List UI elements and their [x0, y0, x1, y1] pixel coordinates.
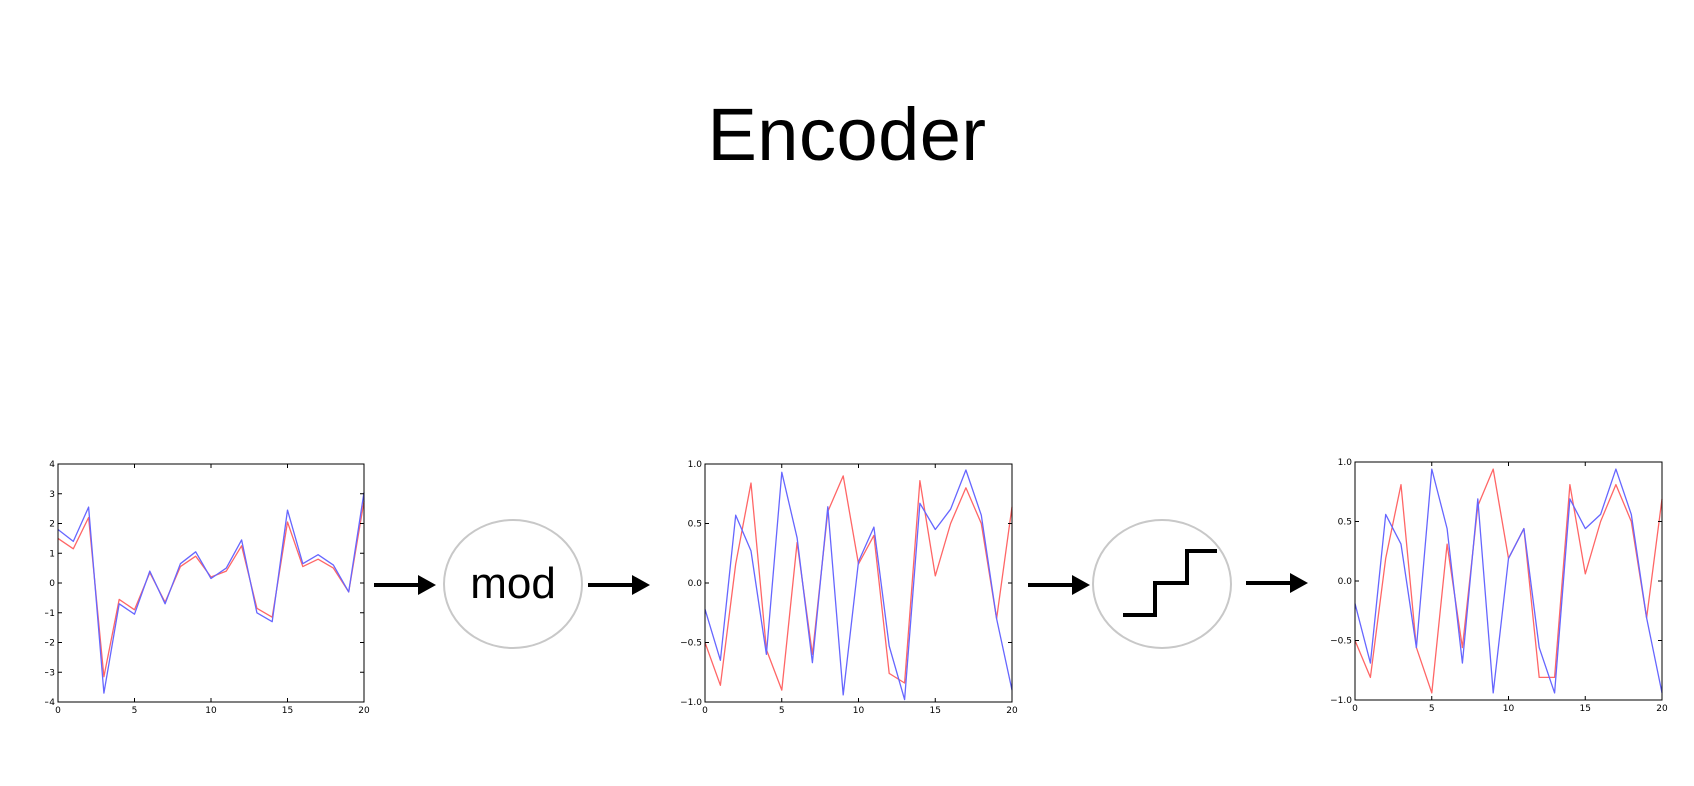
y-tick-label: −2: [45, 639, 55, 649]
x-tick-label: 15: [930, 706, 941, 716]
series-line-0: [57, 501, 365, 678]
diagram-title: Encoder: [707, 93, 987, 176]
series-line-1: [704, 469, 1013, 701]
x-tick-label: 10: [205, 706, 217, 716]
plot-frame: [1354, 461, 1663, 701]
series-line-1: [57, 492, 365, 694]
x-tick-label: 15: [282, 706, 293, 716]
x-tick-label: 10: [1503, 704, 1515, 714]
y-tick-label: 2: [49, 520, 55, 530]
x-tick-label: 5: [779, 706, 785, 716]
y-tick-label: 0.0: [688, 579, 703, 589]
series-line-0: [1354, 468, 1663, 694]
quantize-operator-node: [1092, 519, 1232, 649]
plot-frame: [704, 463, 1013, 703]
y-tick-label: 1.0: [688, 460, 703, 470]
x-tick-label: 20: [358, 706, 370, 716]
y-tick-label: −3: [45, 668, 55, 678]
y-tick-label: 4: [49, 460, 55, 470]
plot-frame: [57, 463, 365, 703]
x-tick-label: 20: [1006, 706, 1018, 716]
arrow-right-icon: [588, 575, 650, 595]
modulated-signal-plot: 0 5 10 15 20 1.0 0.5 0.0 −0.5 −1.0: [680, 460, 1018, 716]
y-tick-label: −0.5: [680, 639, 702, 649]
x-tick-label: 20: [1656, 704, 1668, 714]
y-tick-label: −4: [45, 698, 55, 708]
arrow-right-icon: [1028, 575, 1090, 595]
y-tick-label: 0: [49, 579, 55, 589]
x-tick-label: 15: [1580, 704, 1591, 714]
series-line-0: [704, 475, 1013, 691]
y-tick-label: −1: [45, 609, 55, 619]
mod-label: mod: [470, 559, 556, 608]
mod-operator-node: mod: [443, 519, 583, 649]
x-tick-label: 0: [1352, 704, 1358, 714]
y-tick-label: 1: [49, 549, 55, 559]
x-tick-label: 10: [853, 706, 865, 716]
y-tick-label: −1.0: [1330, 696, 1352, 706]
series-line-1: [1354, 468, 1663, 694]
x-tick-label: 0: [702, 706, 708, 716]
y-tick-label: −0.5: [1330, 637, 1352, 647]
x-tick-label: 5: [1429, 704, 1435, 714]
arrow-right-icon: [1246, 573, 1308, 593]
y-tick-label: 1.0: [1338, 458, 1353, 468]
y-tick-label: −1.0: [680, 698, 702, 708]
y-tick-label: 0.0: [1338, 577, 1353, 587]
x-tick-label: 5: [132, 706, 138, 716]
quantized-signal-plot: 0 5 10 15 20 1.0 0.5 0.0 −0.5 −1.0: [1330, 458, 1668, 714]
x-tick-label: 0: [55, 706, 61, 716]
arrow-right-icon: [374, 575, 436, 595]
staircase-step-icon: [1123, 549, 1217, 617]
y-tick-label: 3: [49, 490, 55, 500]
y-tick-label: 0.5: [688, 520, 702, 530]
y-tick-label: 0.5: [1338, 518, 1352, 528]
